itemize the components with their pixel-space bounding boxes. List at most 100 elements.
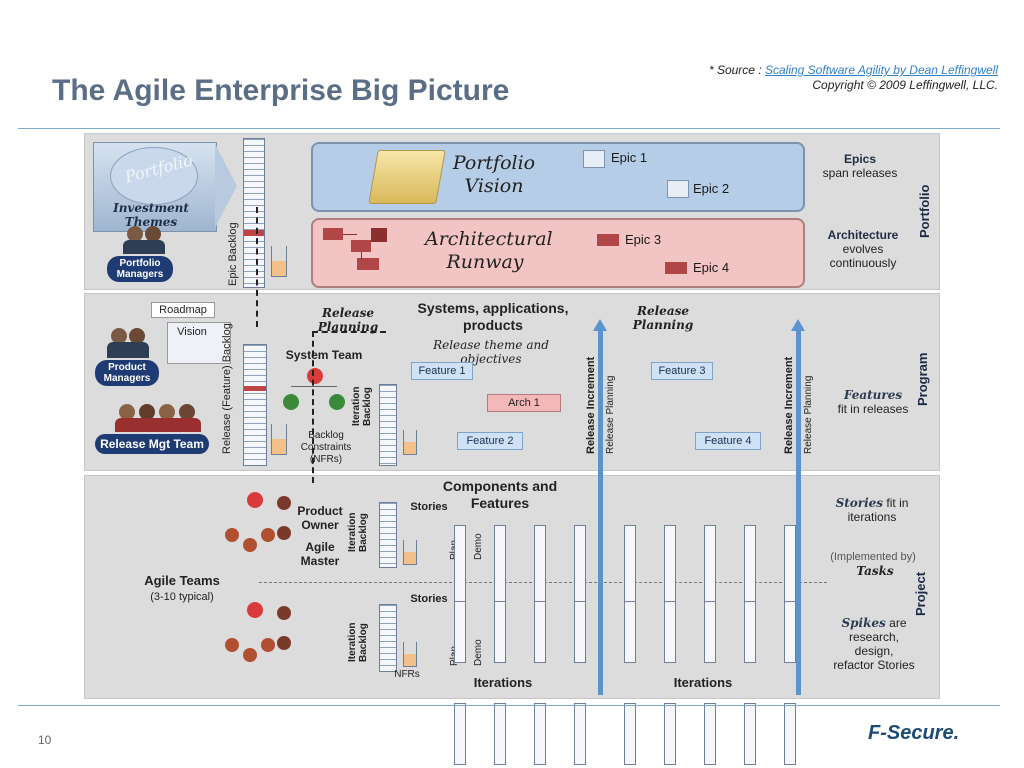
iteration-column bbox=[534, 601, 546, 663]
implemented-by-label: (Implemented by) bbox=[830, 551, 916, 563]
team2-demo-label: Demo bbox=[473, 639, 484, 666]
product-managers-avatar bbox=[107, 328, 151, 358]
features-note-keyword: Features bbox=[843, 388, 903, 402]
pie-chart-icon bbox=[110, 147, 198, 205]
iteration-column bbox=[704, 601, 716, 663]
iteration-column bbox=[574, 601, 586, 663]
release-theme-label: Release theme and objectives bbox=[433, 338, 549, 366]
program-iteration-backlog-stack bbox=[379, 384, 397, 466]
iteration-column bbox=[784, 601, 796, 663]
copyright: Copyright © 2009 Leffingwell, LLC. bbox=[812, 78, 998, 92]
system-team-org-chart bbox=[283, 368, 353, 418]
release-planning-vertical-2: Release Planning bbox=[803, 375, 814, 454]
release-increment-label-1: Release Increment bbox=[585, 356, 597, 454]
team2-iteration-backlog-label: Iteration Backlog bbox=[347, 622, 369, 662]
epic-2-label: Epic 2 bbox=[693, 181, 730, 196]
roadmap-doc: Roadmap bbox=[151, 302, 215, 318]
iterations-label-1: Iterations bbox=[473, 675, 533, 690]
agile-teams-label: Agile Teams bbox=[144, 573, 220, 588]
epic-4-marker bbox=[665, 262, 687, 274]
iteration-column bbox=[704, 703, 716, 765]
source-link[interactable]: Scaling Software Agility by Dean Leffing… bbox=[764, 63, 998, 77]
epics-note-text: span releases bbox=[822, 166, 898, 180]
architecture-note: Architecture evolves continuously bbox=[811, 228, 915, 270]
epic-3-marker bbox=[597, 234, 619, 246]
release-planning-label-2: Release Planning bbox=[632, 304, 694, 332]
investment-themes-box: Portfolio Investment Themes bbox=[93, 142, 217, 232]
epic-1-label: Epic 1 bbox=[611, 150, 648, 165]
release-increment-arrow-2 bbox=[796, 329, 801, 695]
project-band: Product Owner Agile Master Agile Teams (… bbox=[84, 475, 940, 699]
epic-3-label: Epic 3 bbox=[625, 232, 662, 247]
team-org-chart-2 bbox=[225, 602, 315, 672]
project-side-label: Project bbox=[913, 571, 928, 616]
release-planning-vertical-1: Release Planning bbox=[605, 375, 616, 454]
big-picture-diagram: Portfolio Investment Themes Portfolio Ma… bbox=[84, 133, 940, 765]
iteration-column bbox=[624, 703, 636, 765]
arch-1-box: Arch 1 bbox=[487, 394, 561, 412]
epic-backlog-stack bbox=[243, 138, 265, 288]
team1-stories-label: Stories bbox=[410, 501, 448, 513]
team1-iteration-backlog bbox=[379, 502, 397, 568]
program-band: Roadmap Vision Product Managers Release … bbox=[84, 293, 940, 471]
iterations-label-2: Iterations bbox=[673, 675, 733, 690]
iteration-column bbox=[744, 601, 756, 663]
release-to-iteration-flow bbox=[312, 331, 386, 483]
footer-divider bbox=[18, 705, 1000, 706]
portfolio-band: Portfolio Investment Themes Portfolio Ma… bbox=[84, 133, 940, 290]
iteration-column bbox=[784, 703, 796, 765]
release-cup bbox=[271, 424, 287, 455]
architecture-note-keyword: Architecture bbox=[827, 228, 899, 242]
feature-4-box: Feature 4 bbox=[695, 432, 761, 450]
release-arrow-head-1 bbox=[593, 319, 607, 331]
team2-iteration-backlog bbox=[379, 604, 397, 672]
stories-note-keyword: Stories bbox=[835, 496, 884, 510]
investment-themes-label: Investment Themes bbox=[113, 201, 189, 229]
iteration-column bbox=[744, 703, 756, 765]
features-note: Features fit in releases bbox=[831, 388, 915, 416]
f-secure-logo: F-Secure. bbox=[868, 722, 960, 744]
program-side-label: Program bbox=[915, 352, 930, 406]
epics-note: Epics span releases bbox=[815, 152, 905, 180]
iteration-column bbox=[534, 703, 546, 765]
release-planning-label-1: Release Planning bbox=[317, 306, 379, 334]
feature-1-box: Feature 1 bbox=[411, 362, 473, 380]
feature-3-box: Feature 3 bbox=[651, 362, 713, 380]
release-backlog-text: Release (Feature) Backlog bbox=[221, 323, 233, 454]
stories-note: Stories fit in iterations bbox=[827, 496, 917, 524]
architectural-runway-title: Architectural Runway bbox=[425, 228, 553, 273]
iteration-column bbox=[494, 703, 506, 765]
team1-demo-label: Demo bbox=[473, 533, 484, 560]
team-org-chart-1 bbox=[225, 492, 315, 562]
epic-doc-icon-1 bbox=[583, 150, 605, 168]
release-backlog-stack bbox=[243, 344, 267, 466]
architecture-note-text: evolves continuously bbox=[829, 242, 897, 270]
agile-master-label: Agile Master bbox=[300, 540, 340, 568]
iteration-column bbox=[664, 601, 676, 663]
team1-cup bbox=[403, 540, 417, 565]
system-team-label: System Team bbox=[285, 348, 363, 362]
spikes-note-keyword: Spikes bbox=[841, 616, 886, 630]
portfolio-vision-panel: Portfolio Vision Epic 1 Epic 2 bbox=[311, 142, 805, 212]
iteration-column bbox=[454, 703, 466, 765]
vision-doc-label: Vision bbox=[177, 326, 207, 338]
feature-2-box: Feature 2 bbox=[457, 432, 523, 450]
release-increment-label-2: Release Increment bbox=[783, 356, 795, 454]
spikes-note: Spikes are research, design, refactor St… bbox=[833, 616, 915, 672]
agile-teams-sub: (3-10 typical) bbox=[150, 591, 214, 603]
program-cup bbox=[403, 430, 417, 455]
product-owner-label: Product Owner bbox=[297, 504, 343, 532]
epic-backlog-highlight bbox=[244, 230, 264, 236]
iteration-column bbox=[664, 703, 676, 765]
source-citation: * Source : Scaling Software Agility by D… bbox=[709, 63, 998, 93]
features-note-text: fit in releases bbox=[837, 402, 909, 416]
team2-cup bbox=[403, 642, 417, 667]
portfolio-managers-avatar bbox=[121, 226, 181, 254]
arch-diagram-icon bbox=[323, 226, 403, 278]
release-increment-arrow-1 bbox=[598, 329, 603, 695]
architectural-runway-panel: Architectural Runway Epic 3 Epic 4 bbox=[311, 218, 805, 288]
source-prefix: * Source : bbox=[708, 63, 765, 77]
backlog-constraints-label: Backlog Constraints (NFRs) bbox=[300, 430, 352, 465]
portfolio-vision-title: Portfolio Vision bbox=[452, 152, 536, 197]
stories-note-text: fit in iterations bbox=[847, 496, 909, 524]
